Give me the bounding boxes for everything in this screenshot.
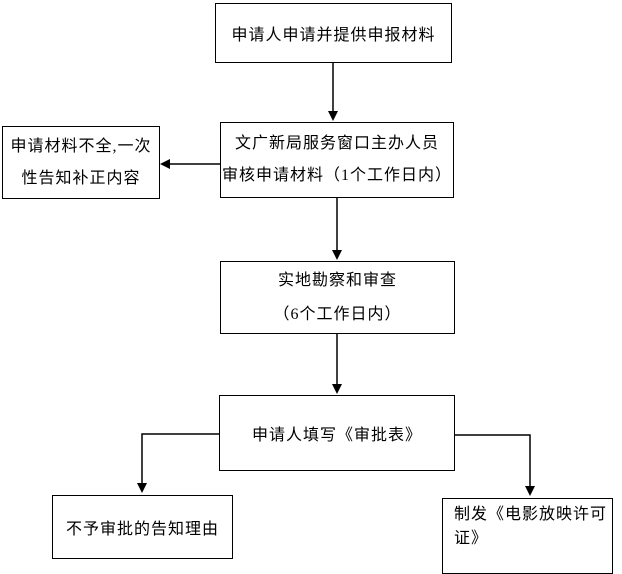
node-issue-permit-text: 制发《电影放映许可证》 [454, 506, 608, 547]
node-apply: 申请人申请并提供申报材料 [215, 3, 452, 63]
node-fill-approval-form-text: 申请人填写《审批表》 [251, 427, 422, 444]
arrow-review-to-incomplete [160, 159, 220, 169]
node-review-text-line2: 审核申请材料（1个工作日内） [221, 167, 452, 184]
node-fill-approval-form: 申请人填写《审批表》 [219, 395, 455, 471]
arrow-fillform-to-reject [137, 433, 219, 493]
node-site-survey-text-line2: （6个工作日内） [273, 305, 402, 323]
node-incomplete-materials: 申请材料不全,一次 性告知补正内容 [2, 126, 160, 199]
node-incomplete-text-line2: 性告知补正内容 [21, 169, 141, 187]
node-issue-permit: 制发《电影放映许可证》 [442, 498, 613, 574]
node-reject-reason: 不予审批的告知理由 [52, 495, 233, 559]
arrow-fillform-to-issue [455, 434, 535, 496]
arrow-apply-to-review [328, 63, 338, 121]
node-incomplete-text-line1: 申请材料不全,一次 [10, 137, 152, 155]
node-site-survey-text-line1: 实地勘察和审查 [277, 271, 397, 289]
node-apply-text: 申请人申请并提供申报材料 [231, 27, 436, 44]
arrow-review-to-survey [332, 198, 342, 260]
node-reject-reason-text: 不予审批的告知理由 [65, 521, 219, 538]
node-site-survey: 实地勘察和审查 （6个工作日内） [220, 261, 455, 334]
node-review-text-line1: 文广新局服务窗口主办人员 [234, 135, 439, 152]
arrow-survey-to-fillform [332, 334, 342, 394]
node-review: 文广新局服务窗口主办人员 审核申请材料（1个工作日内） [220, 122, 454, 198]
